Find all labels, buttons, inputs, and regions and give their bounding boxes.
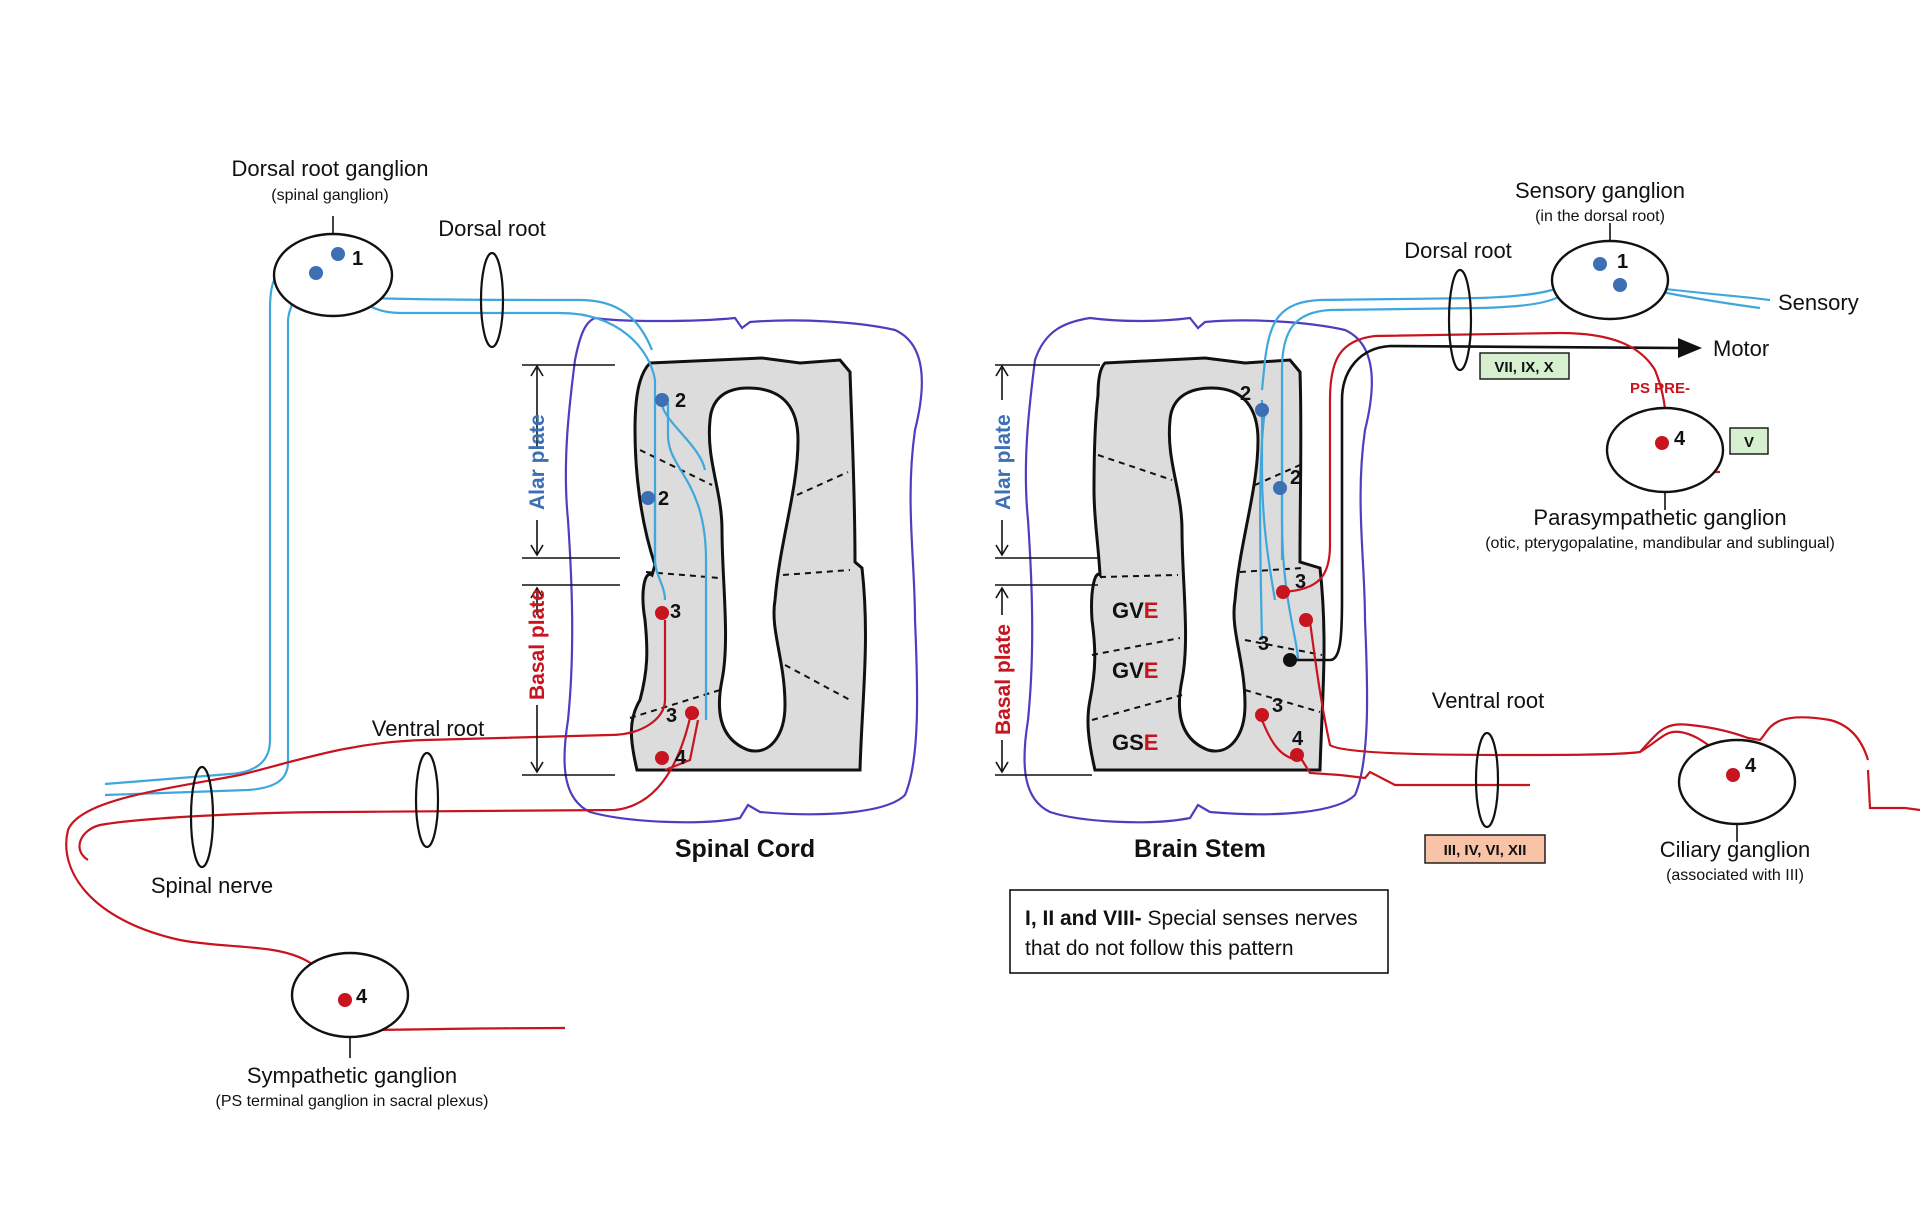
- ventral-root-label-spinal: Ventral root: [372, 716, 485, 741]
- spinal-nerve-ring: [189, 765, 215, 869]
- brainstem-neuron-3-lower: [1255, 708, 1269, 722]
- num-2-lower: 2: [658, 488, 669, 510]
- spinal-neuron-4: [655, 751, 669, 765]
- brain-stem-title: Brain Stem: [1134, 835, 1266, 863]
- brainstem-neuron-2-upper: [1255, 403, 1269, 417]
- box-iii-iv-vi-xii: [1424, 834, 1546, 864]
- box-v: [1729, 427, 1769, 455]
- special-senses-note-line2: that do not follow this pattern: [1025, 937, 1294, 960]
- dorsal-root-ganglion: [272, 232, 394, 318]
- num-3-lower: 3: [666, 705, 677, 727]
- sensory-label: Sensory: [1778, 290, 1859, 315]
- sympathetic-ganglion-subtitle: (PS terminal ganglion in sacral plexus): [215, 1093, 488, 1110]
- spinal-neuron-2-upper: [655, 393, 669, 407]
- spinal-cord-outline: [563, 316, 923, 824]
- ciliary-neuron-4: [1726, 768, 1740, 782]
- num-2-brainstem-upper: 2: [1240, 383, 1251, 405]
- brainstem-neuron-2-lower: [1273, 481, 1287, 495]
- num-4-brainstem: 4: [1292, 728, 1304, 750]
- gve-lower: GVE: [1112, 658, 1158, 683]
- dorsal-root-nerve-brainstem: [1447, 268, 1473, 372]
- num-3-brainstem-mid: 3: [1258, 633, 1269, 655]
- box-vii-ix-x-label: VII, IX, X: [1494, 359, 1553, 376]
- spinal-neuron-2-lower: [641, 491, 655, 505]
- sympathetic-ganglion-title: Sympathetic ganglion: [247, 1063, 457, 1088]
- num-1-drg: 1: [352, 248, 363, 270]
- num-3-brainstem-upper: 3: [1295, 571, 1306, 593]
- parasympathetic-ganglion-subtitle: (otic, pterygopalatine, mandibular and s…: [1485, 535, 1835, 552]
- dorsal-root-label-spinal: Dorsal root: [438, 216, 546, 241]
- brain-stem-grey-matter: [1086, 356, 1326, 772]
- dorsal-root-nerve: [479, 251, 505, 349]
- spinal-nerve-label: Spinal nerve: [151, 873, 273, 898]
- ciliary-ganglion-title: Ciliary ganglion: [1660, 837, 1810, 862]
- num-4-ciliary: 4: [1745, 755, 1757, 777]
- num-2-brainstem-lower: 2: [1290, 467, 1301, 489]
- basal-plate-label-spinal: Basal plate: [526, 589, 549, 700]
- parasympathetic-neuron-4: [1655, 436, 1669, 450]
- special-senses-note-line1: I, II and VIII- Special senses nerves: [1025, 907, 1358, 930]
- sympathetic-ganglion: [290, 951, 410, 1039]
- num-4-parasympathetic: 4: [1674, 428, 1686, 450]
- spinal-neuron-3-lower: [685, 706, 699, 720]
- num-4-spinal: 4: [675, 747, 687, 769]
- ventral-root-label-brainstem: Ventral root: [1432, 688, 1545, 713]
- ventral-root-nerve: [414, 751, 440, 849]
- parasympathetic-ganglion-title: Parasympathetic ganglion: [1533, 505, 1786, 530]
- brain-stem-section: 1 2 2 3 3 3 4 4 4 GVE GVE GSE Alar plate…: [992, 178, 1920, 974]
- brainstem-neuron-3-upper: [1276, 585, 1290, 599]
- brainstem-neuron-3-black: [1283, 653, 1297, 667]
- sensory-ganglion-subtitle: (in the dorsal root): [1535, 208, 1665, 225]
- ps-pre-label: PS PRE-: [1630, 380, 1690, 397]
- spinal-cord-section: 1 2 2 3 3 4 4 Alar plate Basal plate Dor…: [65, 156, 923, 1110]
- sensory-ganglion: [1550, 239, 1670, 321]
- gve-upper: GVE: [1112, 598, 1158, 623]
- parasympathetic-ganglion: [1605, 406, 1725, 494]
- spinal-neuron-3-upper: [655, 606, 669, 620]
- ciliary-ganglion: [1677, 738, 1797, 826]
- basal-plate-label-brainstem: Basal plate: [992, 624, 1015, 735]
- alar-plate-label-spinal: Alar plate: [526, 414, 549, 510]
- drg-subtitle: (spinal ganglion): [271, 187, 388, 204]
- sympathetic-neuron-4: [338, 993, 352, 1007]
- spinal-neuron-1: [331, 247, 345, 261]
- num-4-sympathetic: 4: [356, 986, 368, 1008]
- spinal-cord-title: Spinal Cord: [675, 835, 815, 863]
- brainstem-neuron-4: [1290, 748, 1304, 762]
- num-3-upper: 3: [670, 601, 681, 623]
- num-1-sensory: 1: [1617, 251, 1628, 273]
- num-3-brainstem-lower: 3: [1272, 695, 1283, 717]
- drg-title: Dorsal root ganglion: [232, 156, 429, 181]
- box-iii-iv-vi-xii-label: III, IV, VI, XII: [1444, 842, 1527, 859]
- brainstem-neuron-1: [1593, 257, 1607, 271]
- gse-label: GSE: [1112, 730, 1158, 755]
- dorsal-root-label-brainstem: Dorsal root: [1404, 238, 1512, 263]
- motor-label: Motor: [1713, 336, 1769, 361]
- alar-plate-label-brainstem: Alar plate: [992, 414, 1015, 510]
- box-v-label: V: [1744, 434, 1754, 451]
- brain-stem-outline: [1023, 316, 1373, 824]
- ventral-root-nerve-brainstem: [1474, 731, 1500, 829]
- spinal-cord-grey-matter: [629, 356, 867, 772]
- box-vii-ix-x: [1479, 352, 1570, 380]
- ciliary-ganglion-subtitle: (associated with III): [1666, 867, 1804, 884]
- sensory-ganglion-title: Sensory ganglion: [1515, 178, 1685, 203]
- num-2-upper: 2: [675, 390, 686, 412]
- special-senses-note-box: [1009, 889, 1389, 974]
